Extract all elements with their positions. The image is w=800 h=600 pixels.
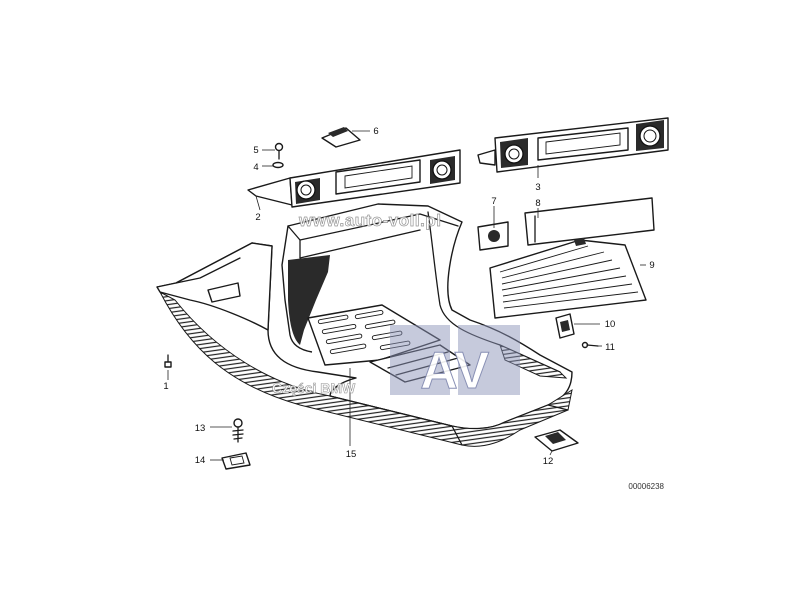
front-panel-left: [247, 149, 461, 208]
clamp-12: [534, 429, 579, 452]
callouts: 1 2 3 4 5 6 7 8 9 10 11 12 13 14 15: [163, 126, 654, 467]
screw-13: [232, 418, 244, 443]
callout-5: 5: [253, 145, 258, 156]
watermark-subtitle: Części BMW: [272, 380, 356, 396]
storage-tray-9: [489, 238, 647, 319]
clip-6: [321, 127, 361, 148]
watermark: AV www.auto-voll.pl Części BMW: [272, 211, 520, 401]
rivet-1: [164, 354, 172, 368]
screw-11: [581, 341, 599, 349]
console-housing: [156, 203, 573, 447]
callout-1: 1: [163, 381, 168, 392]
callout-2: 2: [255, 212, 260, 223]
callout-9: 9: [649, 260, 654, 271]
screw-5: [274, 142, 284, 160]
callout-15: 15: [346, 449, 357, 460]
front-panel-right: [477, 117, 669, 173]
leader-lines: [167, 130, 646, 461]
speed-nut-14: [221, 452, 251, 470]
watermark-url: www.auto-voll.pl: [298, 211, 441, 230]
callout-3: 3: [535, 182, 540, 193]
callout-7: 7: [491, 196, 496, 207]
callout-6: 6: [373, 126, 378, 137]
washer-4: [272, 161, 284, 169]
bracket-10: [555, 313, 575, 339]
diagram-reference-number: 00006238: [628, 482, 664, 491]
blanking-strip-8: [524, 197, 655, 246]
callout-12: 12: [543, 456, 554, 467]
switch-cover-7: [477, 221, 509, 251]
callout-8: 8: [535, 198, 540, 209]
callout-10: 10: [605, 319, 616, 330]
watermark-logo: AV: [420, 342, 489, 400]
callout-14: 14: [195, 455, 206, 466]
callout-13: 13: [195, 423, 206, 434]
callout-4: 4: [253, 162, 258, 173]
callout-11: 11: [605, 342, 615, 353]
